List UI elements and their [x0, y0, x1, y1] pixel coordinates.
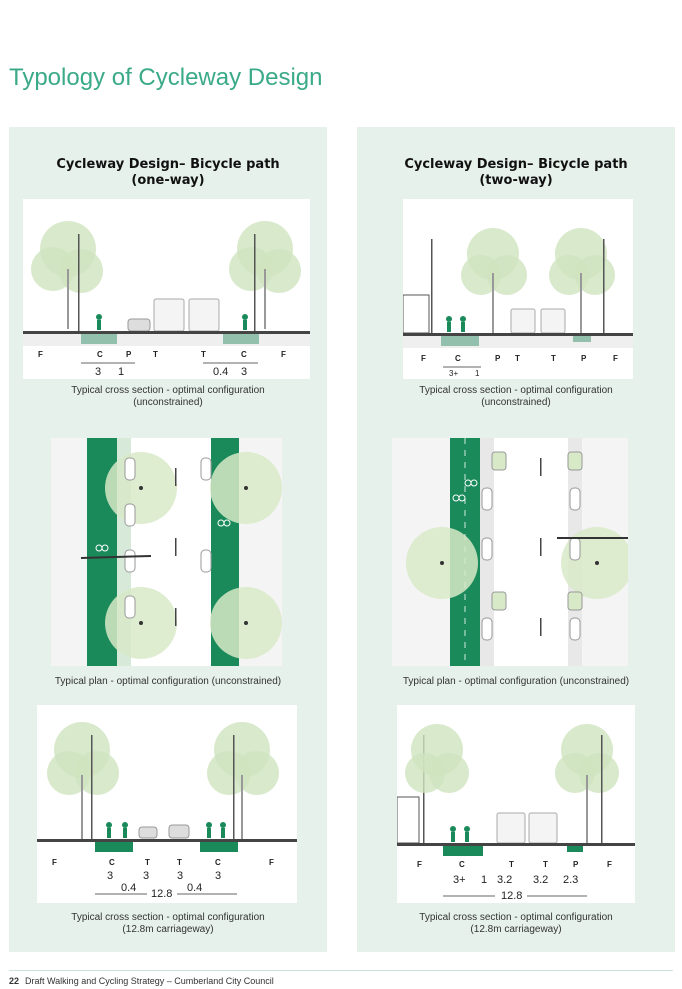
- svg-text:C: C: [459, 860, 465, 869]
- tree-icon: [461, 228, 615, 333]
- svg-text:T: T: [177, 858, 182, 867]
- cyclist-icon: [106, 822, 226, 838]
- caption-plan: Typical plan - optimal configuration (un…: [54, 676, 282, 687]
- svg-text:3.2: 3.2: [497, 874, 512, 886]
- svg-text:3+: 3+: [449, 369, 458, 378]
- plan-view: [51, 438, 282, 666]
- tree-right-icon: [207, 722, 279, 839]
- svg-text:3: 3: [215, 870, 221, 882]
- svg-text:C: C: [109, 858, 115, 867]
- svg-text:T: T: [551, 354, 556, 363]
- svg-text:P: P: [495, 354, 501, 363]
- dim-value: 3: [241, 366, 247, 378]
- bicycle-marking-icon: [95, 519, 231, 552]
- bicycle-marking-icon: [452, 479, 478, 502]
- svg-text:1: 1: [475, 369, 480, 378]
- caption-plan: Typical plan - optimal configuration (un…: [402, 676, 630, 687]
- svg-text:3+: 3+: [453, 874, 466, 886]
- svg-text:P: P: [573, 860, 579, 869]
- svg-text:T: T: [145, 858, 150, 867]
- footer-text: Draft Walking and Cycling Strategy – Cum…: [25, 976, 274, 986]
- caption-cross-section: Typical cross section - optimal configur…: [419, 385, 613, 408]
- caption-cross-section-12-8m: Typical cross section - optimal configur…: [419, 912, 613, 935]
- svg-text:0.4: 0.4: [121, 882, 136, 894]
- tree-left-icon: [31, 221, 103, 329]
- panel-heading: Cycleway Design– Bicycle path (one-way): [56, 157, 280, 188]
- svg-text:12.8: 12.8: [501, 890, 522, 902]
- svg-text:12.8: 12.8: [151, 888, 172, 900]
- panel-two-way: Cycleway Design– Bicycle path (two-way): [357, 127, 675, 952]
- dim-value: 3: [95, 366, 101, 378]
- svg-text:F: F: [52, 858, 57, 867]
- svg-text:F: F: [417, 860, 422, 869]
- label-cycleway: C: [97, 350, 103, 359]
- footer-divider: [9, 970, 673, 971]
- tree-left-icon: [47, 722, 119, 839]
- dim-value: 1: [118, 366, 124, 378]
- svg-text:C: C: [215, 858, 221, 867]
- label-cycleway: C: [241, 350, 247, 359]
- svg-text:T: T: [543, 860, 548, 869]
- svg-text:0.4: 0.4: [187, 882, 202, 894]
- svg-text:F: F: [607, 860, 612, 869]
- svg-text:P: P: [581, 354, 587, 363]
- svg-text:C: C: [455, 354, 461, 363]
- label-travel-lane: T: [153, 350, 158, 359]
- cross-section-12-8m: F C T T P F 3+ 1 3.2 3.2 2.3 12.8: [397, 705, 635, 903]
- page-number: 22: [9, 976, 20, 986]
- cross-section-unconstrained: F C P T T P F 3+ 1: [403, 199, 633, 379]
- svg-text:T: T: [509, 860, 514, 869]
- page-title: Typology of Cycleway Design: [9, 64, 323, 91]
- cyclist-icon: [96, 314, 248, 330]
- svg-text:3: 3: [177, 870, 183, 882]
- car-icon: [127, 318, 151, 332]
- tree-icon: [405, 724, 619, 843]
- panel-one-way: Cycleway Design– Bicycle path (one-way): [9, 127, 327, 952]
- label-travel-lane: T: [201, 350, 206, 359]
- svg-text:F: F: [269, 858, 274, 867]
- dim-value: 0.4: [213, 366, 228, 378]
- cross-section-unconstrained: F C P T T C F 3 1 0.4 3: [23, 199, 310, 379]
- tree-right-icon: [229, 221, 301, 329]
- svg-text:1: 1: [481, 874, 487, 886]
- svg-text:2.3: 2.3: [563, 874, 578, 886]
- caption-cross-section: Typical cross section - optimal configur…: [71, 385, 265, 408]
- svg-text:3: 3: [107, 870, 113, 882]
- panel-heading: Cycleway Design– Bicycle path (two-way): [404, 157, 628, 188]
- svg-text:F: F: [613, 354, 618, 363]
- footer: 22 Draft Walking and Cycling Strategy – C…: [9, 976, 274, 986]
- plan-view: [392, 438, 628, 666]
- label-footpath: F: [38, 350, 43, 359]
- label-footpath: F: [281, 350, 286, 359]
- svg-text:3.2: 3.2: [533, 874, 548, 886]
- caption-cross-section-12-8m: Typical cross section - optimal configur…: [71, 912, 265, 935]
- cyclist-icon: [450, 826, 470, 842]
- cross-section-12-8m: F C T T C F 3 3 3 3 0.4 0.4 12.8: [37, 705, 297, 903]
- label-parking: P: [126, 350, 132, 359]
- svg-text:T: T: [515, 354, 520, 363]
- bus-icon: [153, 298, 220, 332]
- svg-text:F: F: [421, 354, 426, 363]
- svg-text:3: 3: [143, 870, 149, 882]
- cyclist-icon: [446, 316, 466, 332]
